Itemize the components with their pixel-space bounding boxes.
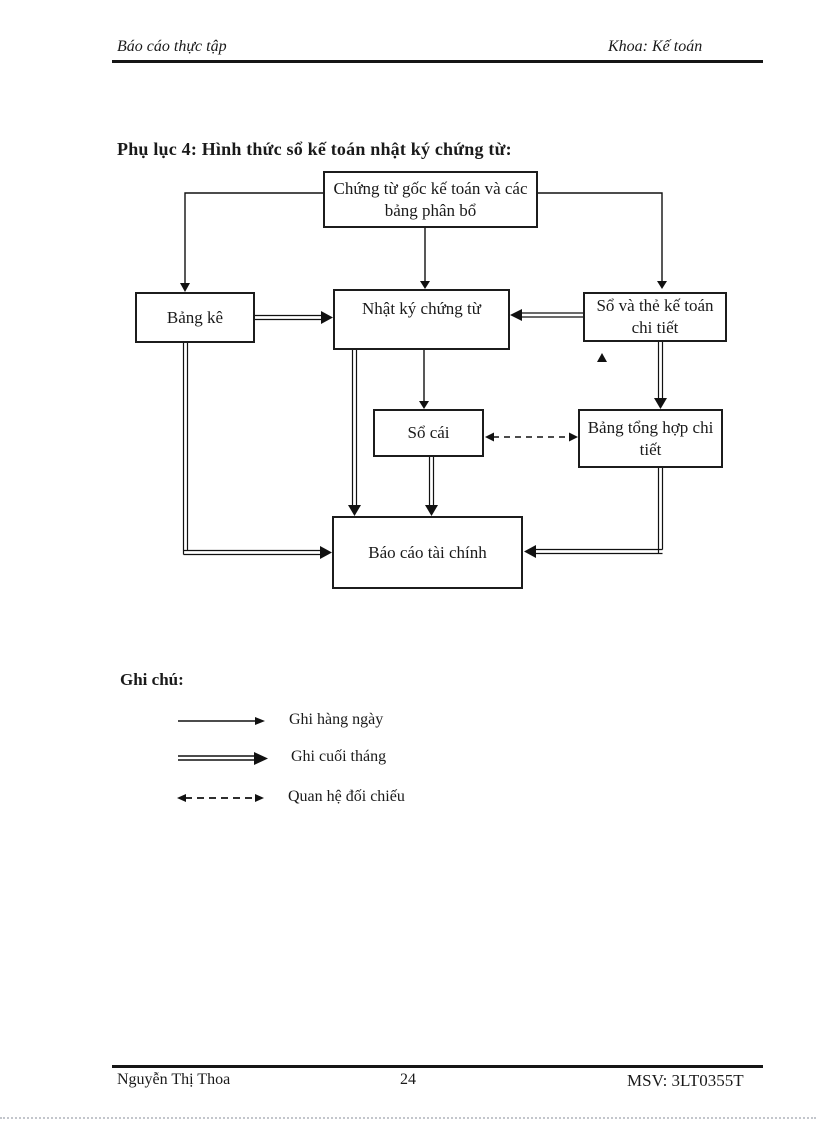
legend-item-reconcile-label: Quan hệ đối chiếu [288,788,405,805]
arrowhead-socai-baocao [425,505,438,516]
box-bang-ke-label: Bảng kê [166,307,224,327]
arrowhead-socai [419,401,429,409]
box-bao-cao-tai-chinh-label: Báo cáo tài chính [368,542,487,562]
legend-item-daily: Ghi hàng ngày [177,711,383,729]
double-solid-arrow-icon [178,752,268,765]
legend-heading: Ghi chú: [120,670,184,689]
legend-item-month-end-label: Ghi cuối tháng [291,748,387,765]
dashed-two-headed-arrow-icon [177,794,264,802]
box-so-va-the: Sổ và thẻ kế toán chi tiết [583,292,727,342]
arrowhead-sovathe [657,281,667,289]
arrow-chungtu-to-bangke [184,192,323,285]
legend-item-month-end: Ghi cuối tháng [177,748,386,766]
box-chung-tu-goc: Chứng từ gốc kế toán và các bảng phân bổ [323,171,538,228]
box-so-cai: Sổ cái [373,409,484,457]
footer-page-number: 24 [400,1071,416,1088]
footer-msv: MSV: 3LT0355T [627,1071,744,1090]
box-bao-cao-tai-chinh: Báo cáo tài chính [332,516,523,589]
arrowhead-left-into-baocao [320,546,332,559]
footer-author: Nguyễn Thị Thoa [117,1071,231,1088]
header-right: Khoa: Kế toán [608,38,703,55]
box-so-cai-label: Sổ cái [407,423,450,443]
arrow-chungtu-to-sovathe [538,192,663,282]
single-solid-arrow-icon [178,717,265,725]
box-bang-tong-hop-label: Bảng tổng hợp chi tiết [587,417,714,459]
arrow-bangke-around-to-baocao [182,343,321,556]
box-nhat-ky-chung-tu-label: Nhật ký chứng từ [362,299,481,318]
arrow-bangtonghop-around-to-baocao [536,468,664,555]
footer-rule [112,1065,763,1068]
arrowhead-sovathe-bangtonghop [654,398,667,409]
header-left: Báo cáo thực tập [117,38,227,55]
arrowhead-bangke-nhatky [321,311,333,324]
arrowhead-sovathe-nhatky [510,309,522,321]
arrowhead-nhatky [420,281,430,289]
legend-item-daily-label: Ghi hàng ngày [289,711,384,728]
bottom-dotted-rule [0,1117,816,1119]
small-up-triangle-mark [597,353,607,362]
arrowhead-bangke [180,283,190,292]
header-rule [112,60,763,63]
arrowhead-nhatky-baocao [348,505,361,516]
box-nhat-ky-chung-tu: Nhật ký chứng từ [333,289,510,350]
box-bang-ke: Bảng kê [135,292,255,343]
arrowhead-dashed-left [485,432,494,442]
box-so-va-the-label: Sổ và thẻ kế toán chi tiết [596,296,714,337]
box-bang-tong-hop: Bảng tổng hợp chi tiết [578,409,723,468]
arrowhead-dashed-right [569,432,578,442]
legend-item-reconcile: Quan hệ đối chiếu [176,788,405,806]
box-chung-tu-goc-label: Chứng từ gốc kế toán và các bảng phân bổ [333,178,528,220]
arrowhead-right-into-baocao [524,545,536,558]
page-title: Phụ lục 4: Hình thức sổ kế toán nhật ký … [117,139,512,159]
